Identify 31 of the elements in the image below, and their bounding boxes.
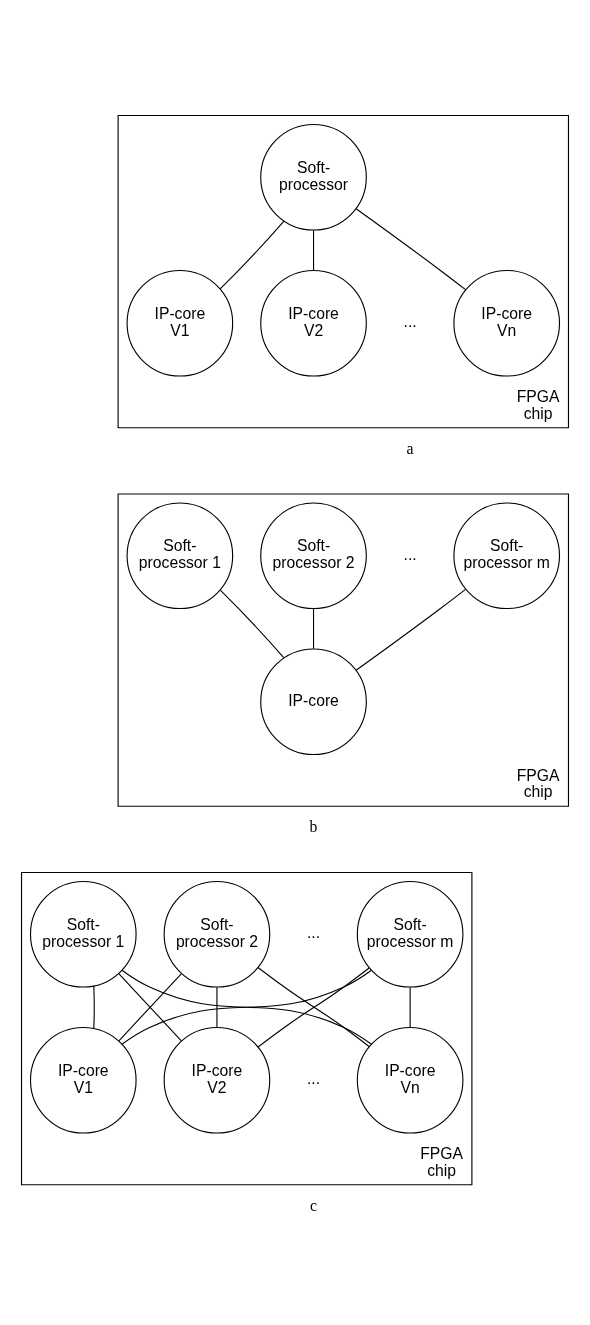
connector (355, 588, 467, 671)
label: ... (403, 545, 417, 563)
node-circle: IP-core V1 (29, 1026, 137, 1134)
connector (93, 985, 95, 1029)
connector (219, 220, 285, 289)
node-circle: IP-core (260, 647, 367, 755)
connector (219, 589, 285, 658)
node-circle: IP-core V1 (126, 269, 234, 377)
connector (312, 229, 315, 271)
label: ... (306, 923, 321, 941)
node-circle: Soft-processor m (453, 501, 561, 609)
node-circle: Soft-processor 1 (126, 501, 234, 609)
node-circle: IP-core V2 (163, 1026, 271, 1134)
node-circle: Soft-processor (260, 123, 367, 231)
label: b (309, 817, 318, 835)
node-circle: Soft-processor 2 (260, 501, 367, 609)
connector (216, 986, 218, 1028)
connector (409, 986, 411, 1028)
node-circle: IP-core Vn (453, 269, 561, 377)
node-circle: Soft-processor 1 (29, 880, 137, 988)
node-circle: Soft-processor 2 (163, 880, 271, 988)
label: ... (306, 1069, 321, 1087)
connector (355, 207, 467, 290)
label: ... (403, 312, 417, 330)
connector (312, 607, 315, 649)
label: c (310, 1196, 318, 1214)
node-circle: Soft-processor m (356, 880, 464, 988)
label: a (406, 439, 414, 457)
node-circle: IP-core Vn (356, 1026, 464, 1134)
connector (121, 969, 372, 1045)
node-circle: IP-core V2 (260, 269, 367, 377)
